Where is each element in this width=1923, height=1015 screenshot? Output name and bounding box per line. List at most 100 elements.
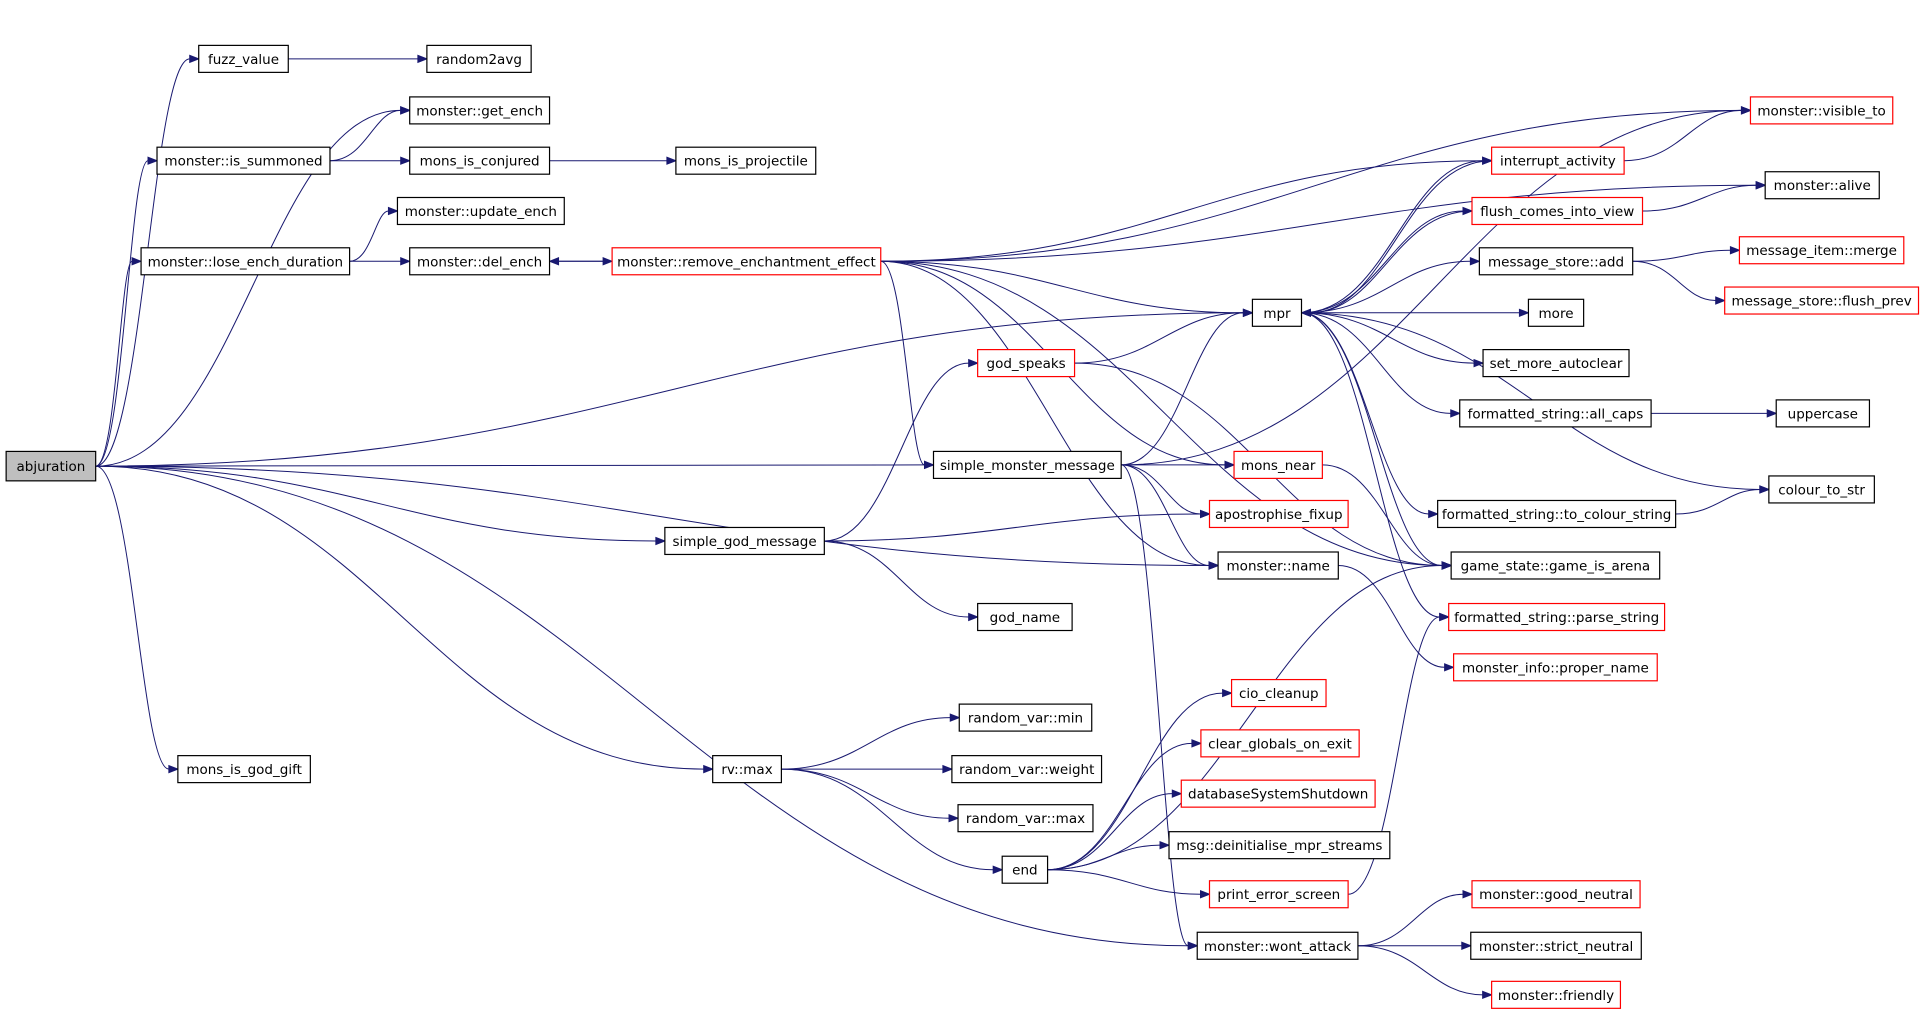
edge-arrowhead <box>1461 941 1473 950</box>
node-rv-max[interactable]: rv::max <box>712 755 782 784</box>
node-friendly[interactable]: monster::friendly <box>1491 980 1622 1009</box>
node-good-neutral[interactable]: monster::good_neutral <box>1471 880 1641 909</box>
edge-arrowhead <box>1199 890 1211 899</box>
edge-line <box>1074 312 1244 364</box>
node-to-colour-string[interactable]: formatted_string::to_colour_string <box>1437 499 1677 529</box>
node-end[interactable]: end <box>1001 855 1049 884</box>
node-god-speaks[interactable]: god_speaks <box>977 349 1076 378</box>
node-update-ench[interactable]: monster::update_ench <box>396 196 565 226</box>
node-visible-to[interactable]: monster::visible_to <box>1749 96 1894 125</box>
edge-interrupt-activity-to-mpr <box>1300 160 1492 318</box>
node-wont-attack[interactable]: monster::wont_attack <box>1196 931 1359 960</box>
node-box <box>1724 286 1920 315</box>
edge-line <box>1310 160 1492 314</box>
node-label: message_store::flush_prev <box>1732 294 1912 310</box>
node-alive[interactable]: monster::alive <box>1764 171 1880 200</box>
node-label: monster::name <box>1227 558 1330 574</box>
node-lose-ench-duration[interactable]: monster::lose_ench_duration <box>140 247 351 276</box>
node-clear-globals-on-exit[interactable]: clear_globals_on_exit <box>1200 729 1360 758</box>
node-box <box>932 450 1122 480</box>
edge-end-to-game-is-arena <box>1047 561 1453 871</box>
node-del-ench[interactable]: monster::del_ench <box>409 247 551 276</box>
node-label: more <box>1539 306 1574 322</box>
node-colour-to-str[interactable]: colour_to_str <box>1768 475 1875 504</box>
node-message-item-merge[interactable]: message_item::merge <box>1738 236 1905 265</box>
node-box <box>1775 399 1871 428</box>
node-all-caps[interactable]: formatted_string::all_caps <box>1459 399 1652 428</box>
node-box <box>409 247 551 276</box>
edge-arrowhead <box>1439 612 1451 622</box>
edge-arrowhead <box>1450 409 1462 418</box>
node-print-error-screen[interactable]: print_error_screen <box>1208 880 1349 909</box>
node-message-store-add[interactable]: message_store::add <box>1478 247 1634 276</box>
node-random-var-max[interactable]: random_var::max <box>957 804 1094 833</box>
edge-layer <box>95 54 1778 1000</box>
node-fuzz-value[interactable]: fuzz_value <box>198 44 289 73</box>
node-set-more-autoclear[interactable]: set_more_autoclear <box>1482 349 1630 378</box>
node-label: apostrophise_fixup <box>1215 507 1343 523</box>
node-mons-is-conjured[interactable]: mons_is_conjured <box>409 146 551 175</box>
edge-message-store-add-to-message-store-flush-prev <box>1632 260 1727 305</box>
node-box <box>611 247 882 276</box>
node-remove-enchantment-effect[interactable]: monster::remove_enchantment_effect <box>611 247 882 276</box>
node-mons-near[interactable]: mons_near <box>1233 450 1323 480</box>
node-apostrophise-fixup[interactable]: apostrophise_fixup <box>1208 499 1349 529</box>
node-random-var-min[interactable]: random_var::min <box>958 703 1093 732</box>
edge-line <box>1301 160 1483 314</box>
edge-arrowhead <box>1482 990 1494 1000</box>
node-box <box>177 755 311 784</box>
edge-line <box>824 513 1201 542</box>
node-simple-monster-message[interactable]: simple_monster_message <box>932 450 1122 480</box>
node-is-summoned[interactable]: monster::is_summoned <box>156 146 331 175</box>
node-label: monster::get_ench <box>416 103 543 119</box>
node-get-ench[interactable]: monster::get_ench <box>409 96 551 125</box>
node-mons-is-projectile[interactable]: mons_is_projectile <box>675 146 817 175</box>
edge-simple-monster-message-to-wont-attack <box>1121 464 1199 950</box>
edge-arrowhead <box>992 865 1004 874</box>
node-god-name[interactable]: god_name <box>977 602 1073 632</box>
edge-message-store-add-to-message-item-merge <box>1632 246 1741 262</box>
edge-end-to-clear-globals-on-exit <box>1047 739 1203 871</box>
node-random-var-weight[interactable]: random_var::weight <box>951 755 1103 784</box>
edge-line <box>1301 312 1475 364</box>
edge-line <box>781 717 951 770</box>
node-random2avg[interactable]: random2avg <box>426 44 532 73</box>
edge-arrowhead <box>1222 688 1233 698</box>
edge-line <box>781 768 950 819</box>
node-message-store-flush-prev[interactable]: message_store::flush_prev <box>1724 286 1920 315</box>
node-game-is-arena[interactable]: game_state::game_is_arena <box>1450 551 1661 580</box>
node-uppercase[interactable]: uppercase <box>1775 399 1871 428</box>
edge-to-colour-string-to-colour-to-str <box>1675 485 1771 515</box>
edge-flush-comes-into-view-to-alive <box>1642 180 1767 212</box>
node-box <box>1233 450 1323 480</box>
node-cio-cleanup[interactable]: cio_cleanup <box>1230 678 1327 708</box>
edge-simple-god-message-to-apostrophise-fixup <box>824 509 1211 542</box>
node-proper-name[interactable]: monster_info::proper_name <box>1453 653 1658 682</box>
node-strict-neutral[interactable]: monster::strict_neutral <box>1470 931 1642 960</box>
edge-mpr-to-game-is-arena <box>1301 312 1453 570</box>
node-more[interactable]: more <box>1527 298 1585 327</box>
node-interrupt-activity[interactable]: interrupt_activity <box>1491 146 1625 175</box>
node-parse-string[interactable]: formatted_string::parse_string <box>1448 602 1666 632</box>
edge-arrowhead <box>1199 509 1211 519</box>
node-deinitialise-mpr-streams[interactable]: msg::deinitialise_mpr_streams <box>1168 831 1391 860</box>
node-layer: abjuration fuzz_value random2avgmonster::g… <box>5 44 1920 1009</box>
node-box <box>426 44 532 73</box>
node-box <box>1738 236 1905 265</box>
node-label: message_item::merge <box>1746 243 1897 259</box>
node-box <box>958 703 1093 732</box>
node-mons-is-god-gift[interactable]: mons_is_god_gift <box>177 755 311 784</box>
edge-all-caps-to-uppercase <box>1651 409 1778 418</box>
node-label: monster::wont_attack <box>1204 939 1351 955</box>
node-box <box>1459 399 1652 428</box>
node-box <box>1196 931 1359 960</box>
node-simple-god-message[interactable]: simple_god_message <box>664 526 825 556</box>
node-flush-comes-into-view[interactable]: flush_comes_into_view <box>1471 196 1644 226</box>
node-databaseSystemShutdown[interactable]: databaseSystemShutdown <box>1180 779 1376 808</box>
node-monster-name[interactable]: monster::name <box>1217 551 1339 580</box>
node-abjuration[interactable]: abjuration <box>5 450 97 482</box>
edge-end-to-databaseSystemShutdown <box>1047 789 1183 871</box>
node-mpr[interactable]: mpr <box>1251 298 1303 327</box>
node-label: formatted_string::parse_string <box>1454 610 1659 626</box>
node-box <box>675 146 817 175</box>
